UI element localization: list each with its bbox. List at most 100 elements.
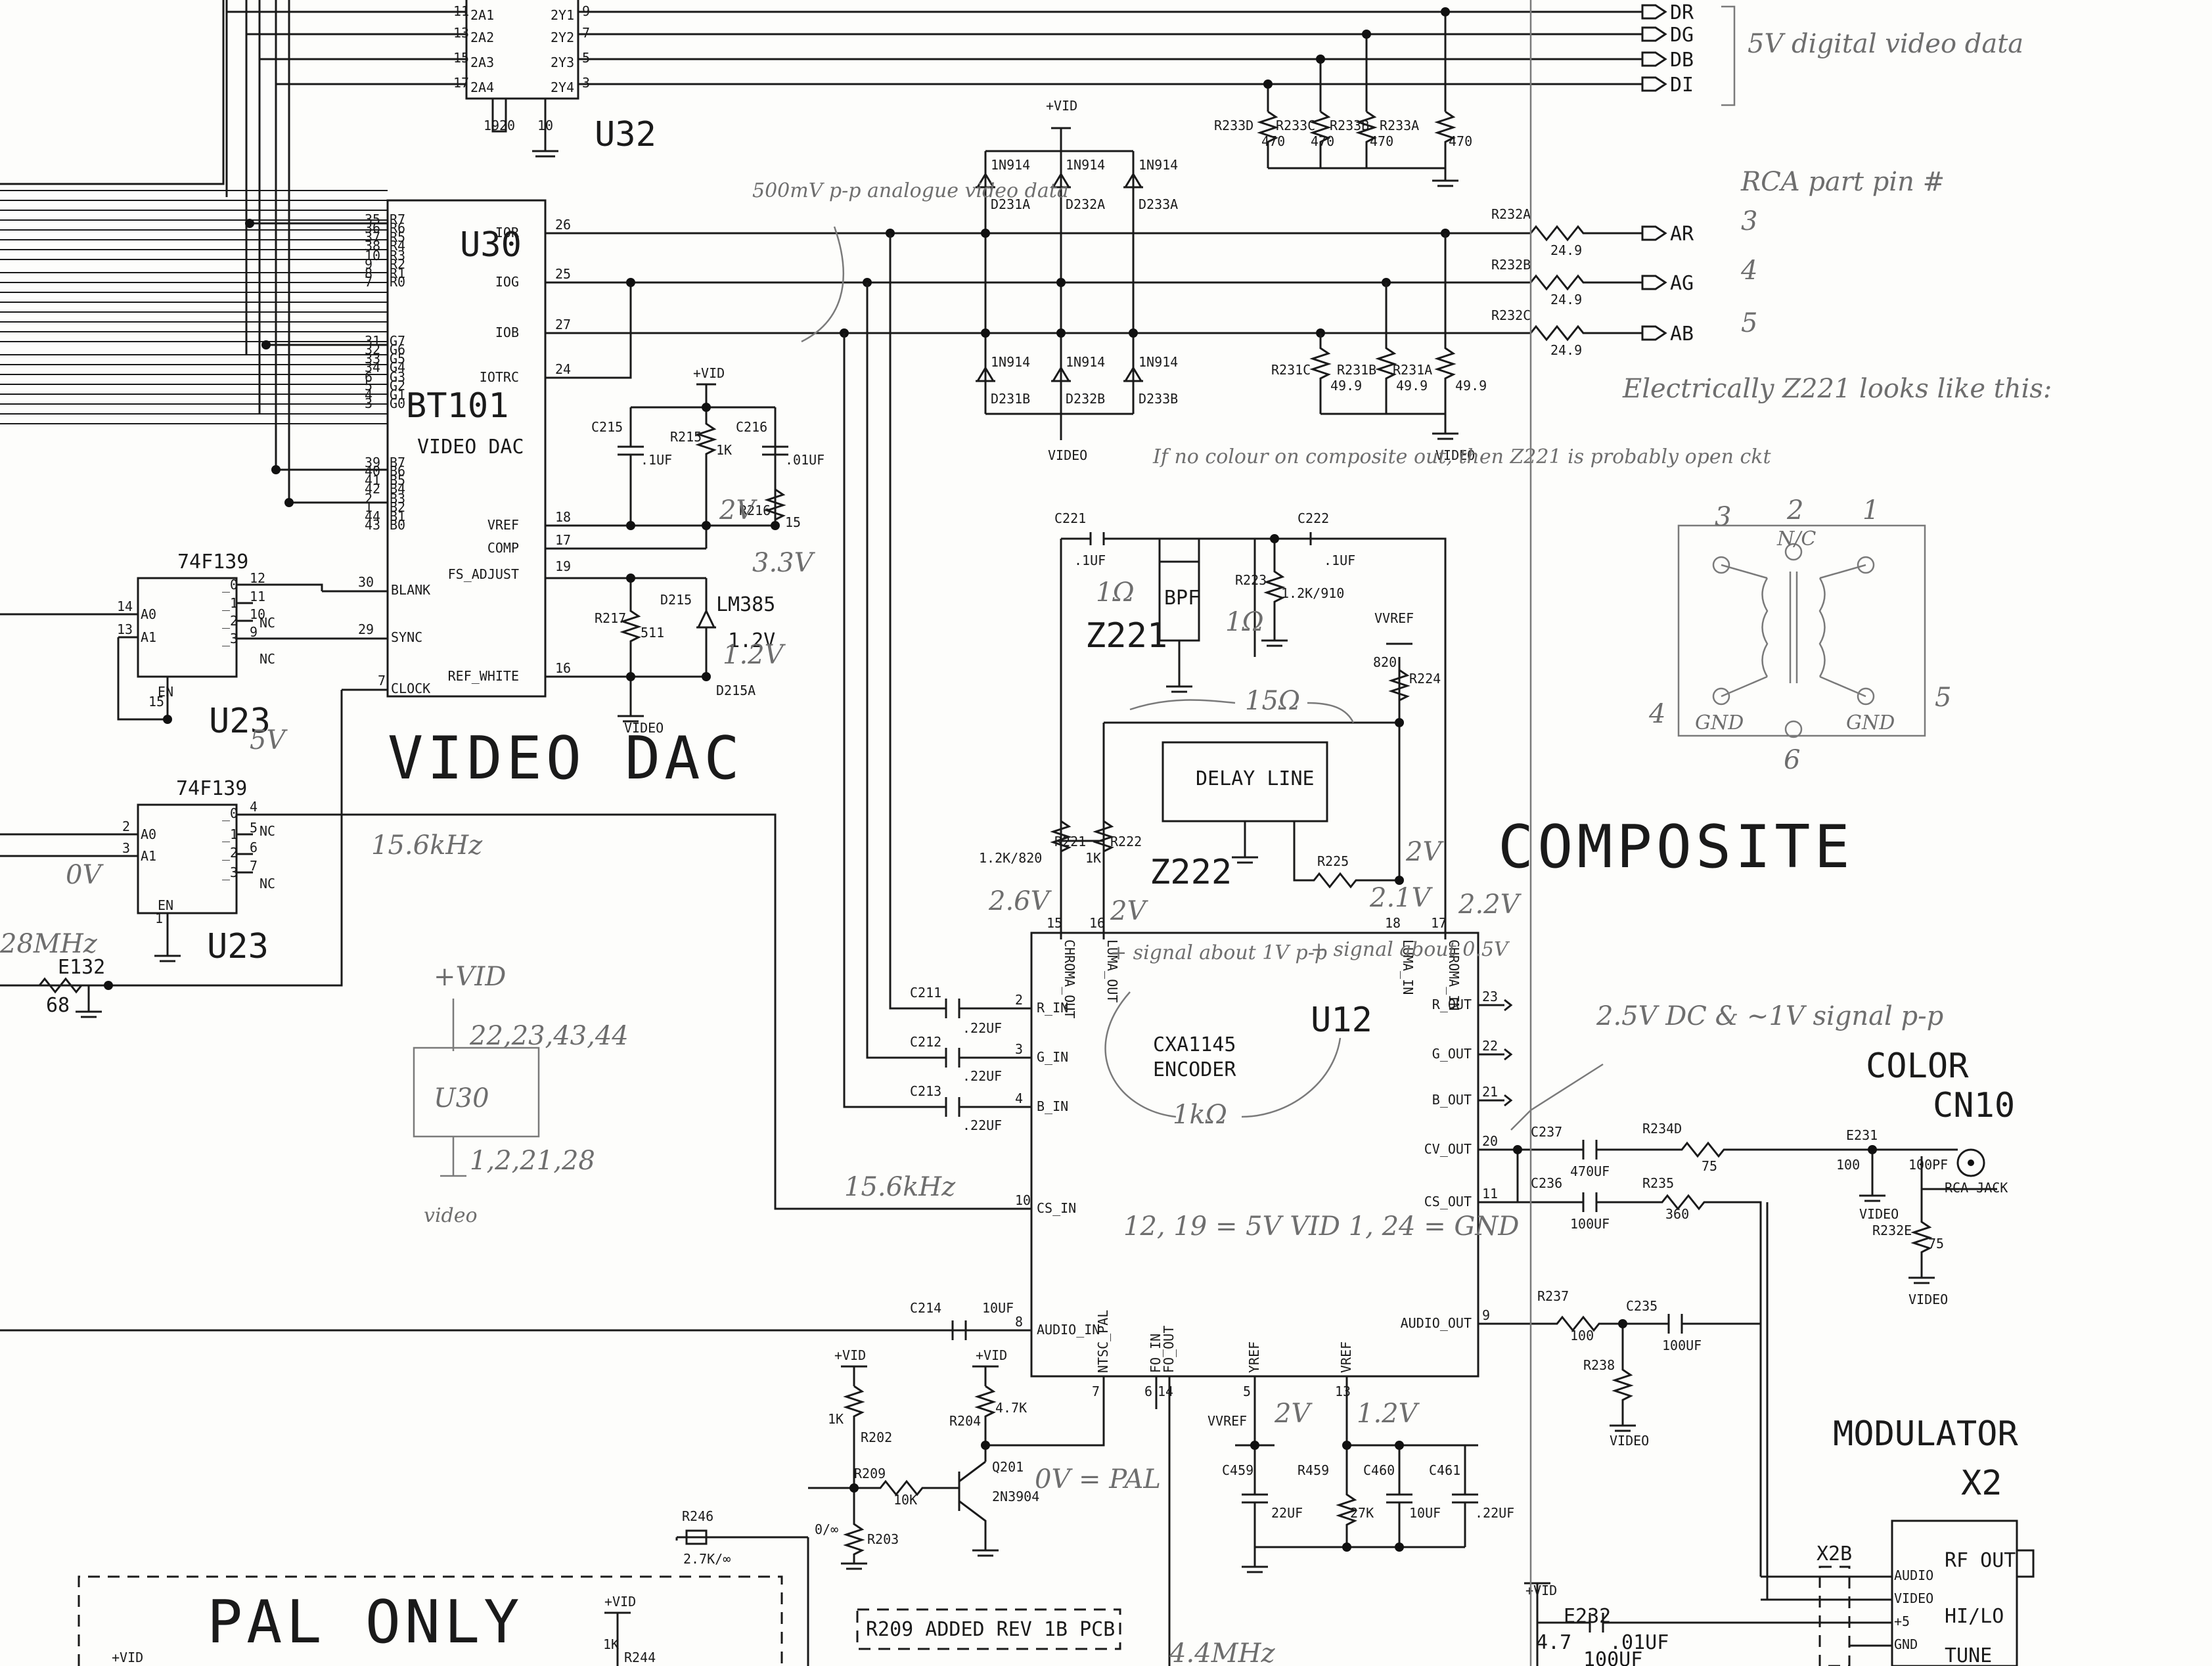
e231-label: E231 [1846,1127,1878,1143]
u30-pin-name-G3: G3 [390,369,405,385]
c461-label: C461 [1429,1462,1460,1478]
rca-pin-3: 3 [1741,206,1757,236]
u12-pin-name-yref: YREF [1246,1341,1262,1373]
delay-ohm: 15Ω [1245,686,1300,716]
c221-label: C221 [1054,510,1086,526]
freq-15k-b: 15.6kHz [371,830,483,861]
u23a-pin-9: 9 [250,624,258,640]
video-gnd-ref: VIDEO [624,720,664,736]
u12-pin-num-15: 15 [1047,915,1062,931]
u30-pin-num-24: 24 [555,361,571,377]
voltage-2v-a: 2V [1110,896,1148,926]
z222-label: Z222 [1150,853,1232,892]
e132-clock: E132 68 [0,690,343,1018]
r204-label: R204 [949,1413,981,1429]
c212-label: C212 [910,1034,941,1050]
note-signal-1: + signal about 1V p-p [1110,941,1327,964]
u23a-nc-1: NC [260,615,275,631]
u12-pin-name-cs_out: CS_OUT [1424,1194,1472,1209]
u30-pin-name-G0: G0 [390,395,405,411]
c461-value: .22UF [1475,1505,1514,1521]
c215-label: C215 [591,419,623,435]
u12-pin-num-13: 13 [1335,1384,1351,1399]
r224-label: R224 [1409,671,1441,687]
u30-pin-name-IOR: IOR [495,225,520,240]
r233a-label: R233A [1380,118,1419,133]
u30-pin-blank: BLANK [391,582,430,598]
u12-pin-num-14: 14 [1158,1384,1173,1399]
u12-pin-name-chroma_in: CHROMA_IN [1446,939,1462,1010]
u30-pin-num-33: 33 [365,351,380,367]
vid-rail-ref: +VID [693,365,725,381]
u23b-pin-4: 4 [250,799,258,815]
c215-value: .1UF [641,452,672,468]
voltage-2v6: 2.6V [988,886,1052,916]
u30-pin-sync: SYNC [391,629,422,645]
u12-pin-name-chroma_out: CHROMA_OUT [1062,939,1077,1018]
u30-pin-name-G4: G4 [390,359,405,375]
modulator-label: MODULATOR [1833,1414,2018,1454]
lm385-label: LM385 [716,593,775,616]
u30-pin-num-4: 4 [365,387,372,403]
d231a-label: D231A [991,196,1030,212]
u30-pin-num-2: 2 [365,491,372,507]
note-analog-data: 500mV p-p analogue video data [752,179,1069,202]
r231b-value: 49.9 [1396,378,1428,394]
digital-output-bus: DR DG DB DI R233D R233C R233B R233A 470 … [578,1,1694,187]
e132-label: E132 [58,956,105,979]
u30-pin-7: 7 [378,673,386,688]
c237-label: C237 [1531,1124,1562,1140]
x2-label: X2 [1961,1464,2002,1503]
u30-pin-name-G5: G5 [390,351,405,367]
u23b-pin-a0: A0 [141,826,156,842]
u23b-pin-2-out: _2 [222,845,238,861]
vid-rail-pal: +VID [604,1594,636,1610]
d215-label: D215 [660,592,692,608]
u23b-pin-0: _0 [222,805,238,821]
u32-pin-7: 7 [582,25,590,41]
r222-value: 1K [1085,850,1101,866]
u12-pin-name-r_in: R_IN [1037,1000,1068,1016]
u23a-pin-11: 11 [250,589,265,604]
c214-value: 10UF [982,1300,1014,1316]
c237-value: 470UF [1570,1163,1610,1179]
d233a-label: D233A [1139,196,1178,212]
u30-pin-num-3: 3 [365,395,372,411]
r221-label: R221 [1054,834,1086,849]
r232e-value: 75 [1928,1236,1944,1251]
q201-label: Q201 [992,1459,1024,1475]
u32-pin-2y3: 2Y3 [551,55,574,70]
r217-value: 511 [641,625,664,641]
u30-pin-num-34: 34 [365,359,380,375]
u30-pin-num-41: 41 [365,472,380,488]
composite-title: COMPOSITE [1498,813,1854,882]
u12-pin-name-cv_out: CV_OUT [1424,1141,1472,1157]
u30-pin-name-R0: R0 [390,274,405,290]
z221-bpf: BPF Z221 C221 .1UF C222 .1UF R223 1.2K/9… [1054,510,1447,939]
u32-label: U32 [595,115,656,154]
u30-pin-name-B3: B3 [390,491,405,507]
note-digital-data: 5V digital video data [1748,29,2023,59]
u30-pin-num-25: 25 [555,266,571,282]
r231a-label: R231A [1393,362,1432,378]
u32-pin-2a4: 2A4 [470,79,494,95]
xfmr-gnd-right: GND [1846,711,1895,734]
voltage-vref-1v2: 1.2V [1357,1399,1420,1429]
u30-desc: VIDEO DAC [417,436,524,459]
u23b-nc-1: NC [260,823,275,839]
x2b-label: X2B [1817,1542,1852,1565]
u30-pin-name-FS_ADJUST: FS_ADJUST [448,566,519,582]
c216-value: .01UF [785,452,824,468]
r202-label: R202 [861,1430,892,1445]
u23b-pin-1: 1 [155,911,163,926]
voltage-vref-2v: 2V [1274,1399,1313,1429]
u30-pin-num-7: 7 [365,274,372,290]
u30-iotrc-wire [545,282,632,379]
ab-label: AB [1670,323,1694,346]
u12-pin-num-3: 3 [1015,1041,1023,1057]
r244-value: 1K [603,1636,619,1652]
dg-label: DG [1670,24,1694,47]
z221-label: Z221 [1085,616,1167,656]
